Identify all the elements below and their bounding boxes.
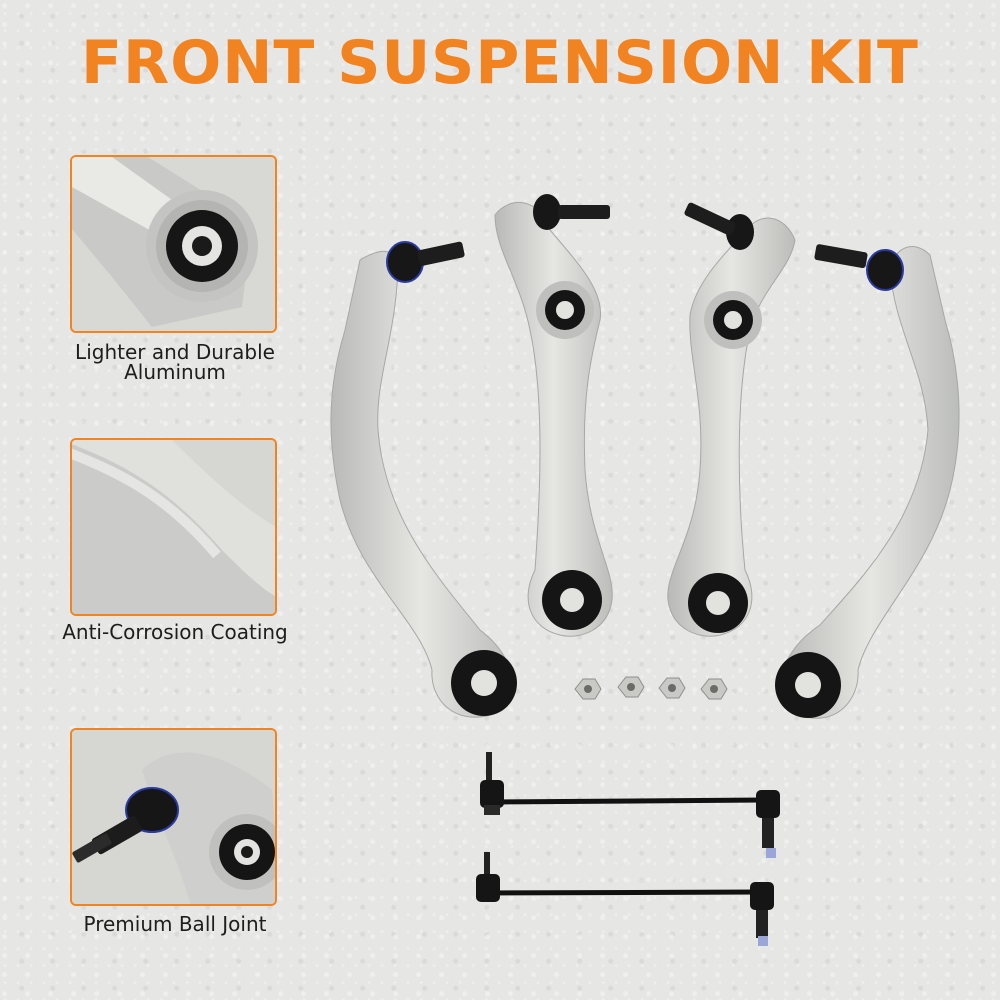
product-illustration: [310, 180, 990, 980]
caption-line: Premium Ball Joint: [83, 912, 267, 936]
feature-image-ball-joint: [70, 728, 277, 906]
lock-nut: [574, 678, 602, 700]
caption-line: Anti-Corrosion Coating: [62, 620, 288, 644]
coating-closeup-icon: [72, 440, 275, 614]
caption-line: Aluminum: [124, 360, 226, 384]
lock-nut: [658, 677, 686, 699]
suspension-parts-icon: [330, 194, 960, 946]
feature-caption-ball-joint: Premium Ball Joint: [20, 914, 330, 934]
feature-image-aluminum: [70, 155, 277, 333]
lock-nut: [700, 678, 728, 700]
feature-caption-aluminum: Lighter and Durable Aluminum: [20, 342, 330, 382]
feature-image-coating: [70, 438, 277, 616]
control-arm: [667, 202, 796, 637]
page-title: FRONT SUSPENSION KIT: [81, 28, 919, 98]
sway-bar-link: [480, 752, 780, 858]
aluminum-closeup-icon: [72, 157, 275, 331]
caption-line: Lighter and Durable: [75, 340, 275, 364]
lock-nut: [617, 676, 645, 698]
control-arm: [775, 244, 960, 719]
ball-joint-closeup-icon: [72, 730, 275, 904]
feature-caption-coating: Anti-Corrosion Coating: [20, 622, 330, 642]
control-arm: [494, 194, 613, 637]
control-arm: [330, 241, 517, 718]
sway-bar-link: [476, 852, 774, 946]
